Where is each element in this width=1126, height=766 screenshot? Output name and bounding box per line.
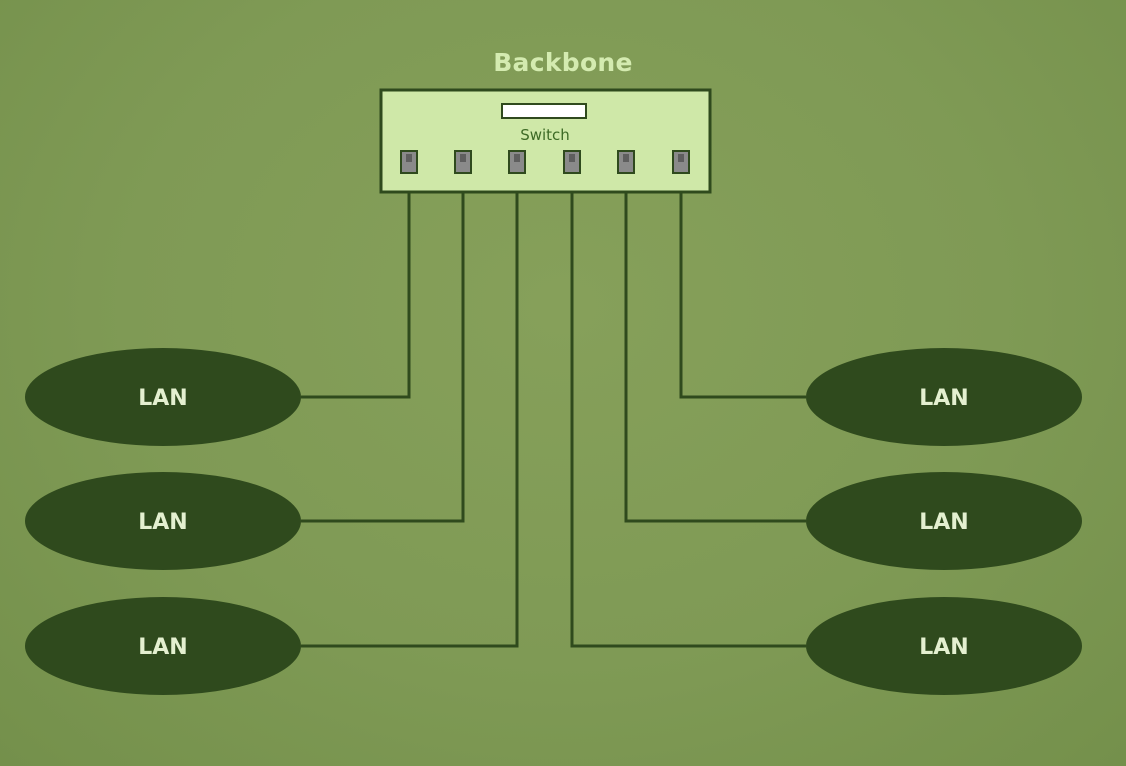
- cable: [301, 173, 411, 399]
- switch-port: [400, 150, 418, 174]
- lan-label: LAN: [919, 510, 968, 535]
- lan-node: LAN: [806, 348, 1082, 446]
- lan-ellipse: [25, 472, 301, 570]
- switch-port: [617, 150, 635, 174]
- lan-group: LAN LAN LAN LAN LAN LAN: [25, 348, 1082, 695]
- switch-label: Switch: [520, 126, 570, 144]
- lan-label: LAN: [919, 635, 968, 660]
- switch-port: [454, 150, 472, 174]
- cable: [301, 173, 465, 523]
- lan-ellipse: [806, 597, 1082, 695]
- lan-node: LAN: [806, 472, 1082, 570]
- switch-port: [563, 150, 581, 174]
- lan-node: LAN: [806, 597, 1082, 695]
- switch-port: [672, 150, 690, 174]
- cable: [301, 173, 519, 648]
- lan-ellipse: [806, 472, 1082, 570]
- switch-ports: [400, 150, 690, 174]
- lan-node: LAN: [25, 597, 301, 695]
- lan-label: LAN: [138, 510, 187, 535]
- lan-ellipse: [806, 348, 1082, 446]
- cable-group: [301, 173, 806, 648]
- cable: [679, 173, 806, 399]
- lan-ellipse: [25, 597, 301, 695]
- lan-label: LAN: [919, 386, 968, 411]
- diagram-title: Backbone: [493, 48, 633, 77]
- lan-label: LAN: [138, 386, 187, 411]
- lan-ellipse: [25, 348, 301, 446]
- switch: Switch: [379, 88, 712, 194]
- switch-display: [501, 103, 587, 119]
- lan-label: LAN: [138, 635, 187, 660]
- cable: [570, 173, 806, 648]
- lan-node: LAN: [25, 472, 301, 570]
- switch-port: [508, 150, 526, 174]
- cable: [624, 173, 806, 523]
- lan-node: LAN: [25, 348, 301, 446]
